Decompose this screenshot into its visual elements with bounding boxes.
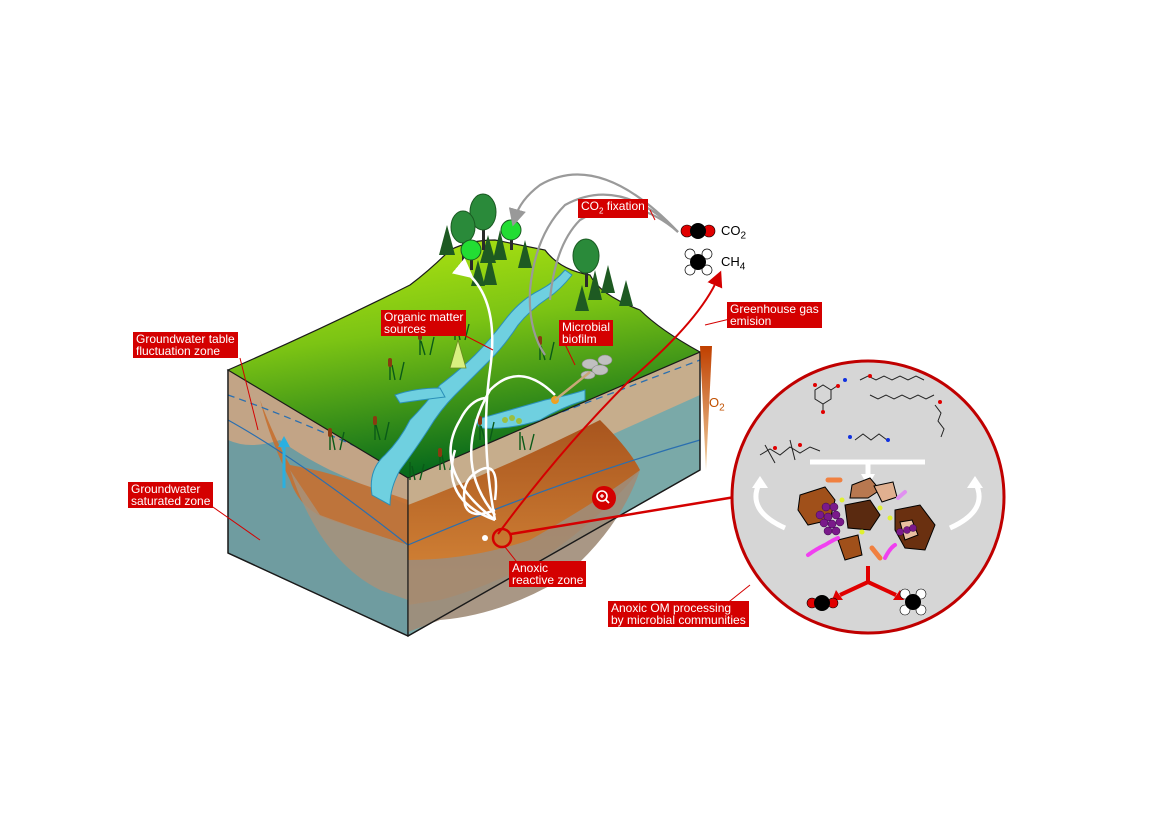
anoxic-zone-label: Anoxic reactive zone xyxy=(509,561,586,587)
co2-molecule-icon xyxy=(681,223,715,239)
co2-fixation-label: CO2 fixation xyxy=(578,199,648,218)
ch4-molecule-icon xyxy=(685,249,712,275)
organic-matter-label: Organic matter sources xyxy=(381,310,466,336)
greenhouse-label: Greenhouse gas emision xyxy=(727,302,822,328)
zoom-panel xyxy=(732,361,1004,633)
gw-table-label: Groundwater table fluctuation zone xyxy=(133,332,238,358)
o2-label: O2 xyxy=(709,395,725,414)
microbial-biofilm-label: Microbial biofilm xyxy=(559,320,613,346)
ch4-label: CH4 xyxy=(721,254,745,273)
co2-label: CO2 xyxy=(721,223,746,242)
anoxic-om-label: Anoxic OM processing by microbial commun… xyxy=(608,601,749,627)
gw-saturated-label: Groundwater saturated zone xyxy=(128,482,213,508)
zoom-icon[interactable] xyxy=(592,486,616,510)
